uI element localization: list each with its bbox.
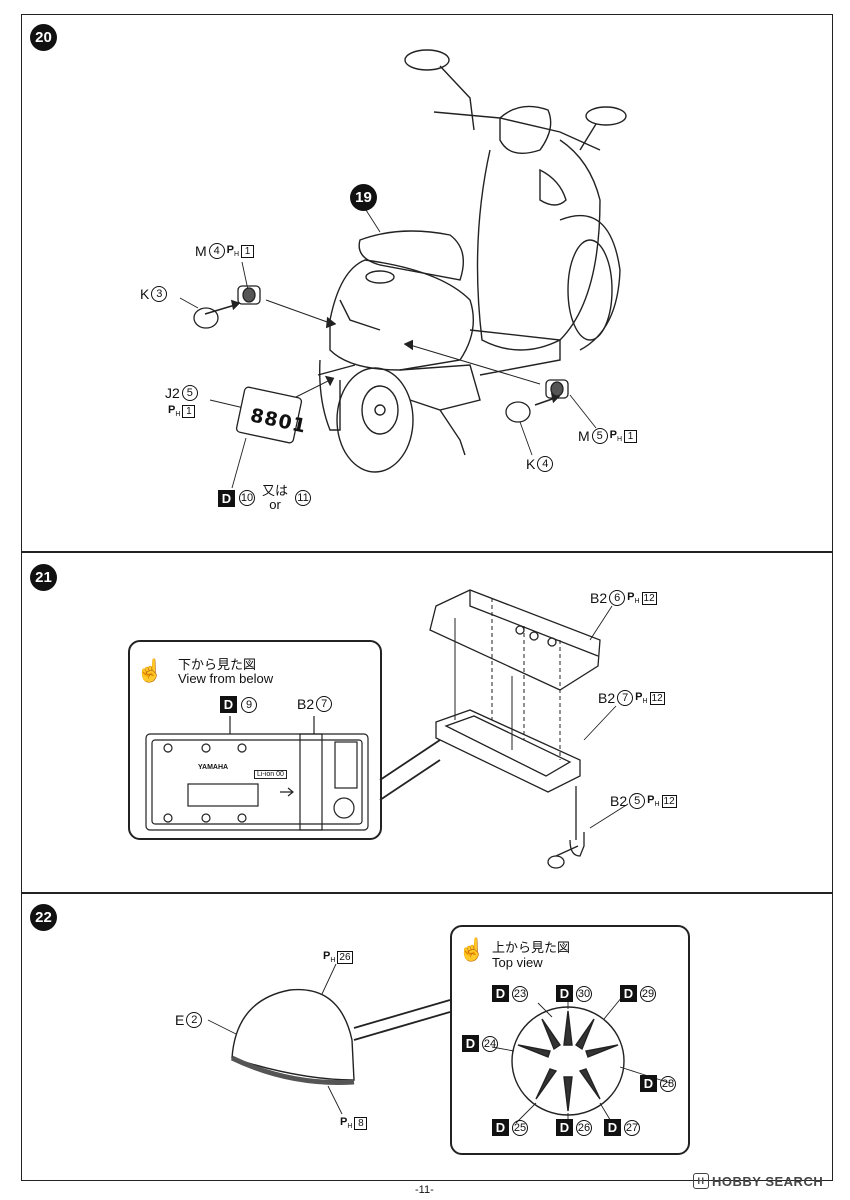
hand-icon: ☝ bbox=[136, 658, 164, 683]
battery-case-drawing bbox=[379, 589, 629, 869]
page-number: -11- bbox=[415, 1184, 434, 1196]
battery-brand: YAMAHA bbox=[198, 764, 229, 771]
callout-title-en: View from below bbox=[178, 671, 274, 686]
scooter-illustration bbox=[179, 49, 627, 489]
hobby-search-logo-icon: H bbox=[693, 1173, 709, 1189]
callout-title-ja: 上から見た図 bbox=[492, 940, 571, 955]
step-21-panel: 21 bbox=[21, 552, 833, 893]
callout-title-en: Top view bbox=[492, 955, 543, 970]
step-number-22: 22 bbox=[30, 904, 57, 931]
helmet-drawing bbox=[207, 963, 451, 1115]
watermark: H HOBBY SEARCH bbox=[693, 1173, 823, 1189]
battery-type: Li-ion 00 bbox=[254, 770, 287, 779]
step-ref-19: 19 bbox=[350, 184, 377, 211]
step-22-panel: 22 bbox=[21, 893, 833, 1181]
step-20-panel: 20 bbox=[21, 14, 833, 552]
alt-en: or bbox=[269, 497, 281, 512]
callout-title-ja: 下から見た図 bbox=[178, 657, 257, 672]
step-number-21: 21 bbox=[30, 564, 57, 591]
label-d10-or-d11: D 10 又は or 11 bbox=[218, 483, 312, 512]
alt-ja: 又は bbox=[262, 483, 289, 498]
hand-icon: ☝ bbox=[458, 937, 486, 962]
step-number-20: 20 bbox=[30, 24, 57, 51]
ph-mark: PH bbox=[226, 243, 240, 259]
watermark-text: HOBBY SEARCH bbox=[712, 1173, 824, 1189]
license-plate-part bbox=[235, 386, 303, 444]
battery-bottom-drawing bbox=[145, 716, 369, 831]
